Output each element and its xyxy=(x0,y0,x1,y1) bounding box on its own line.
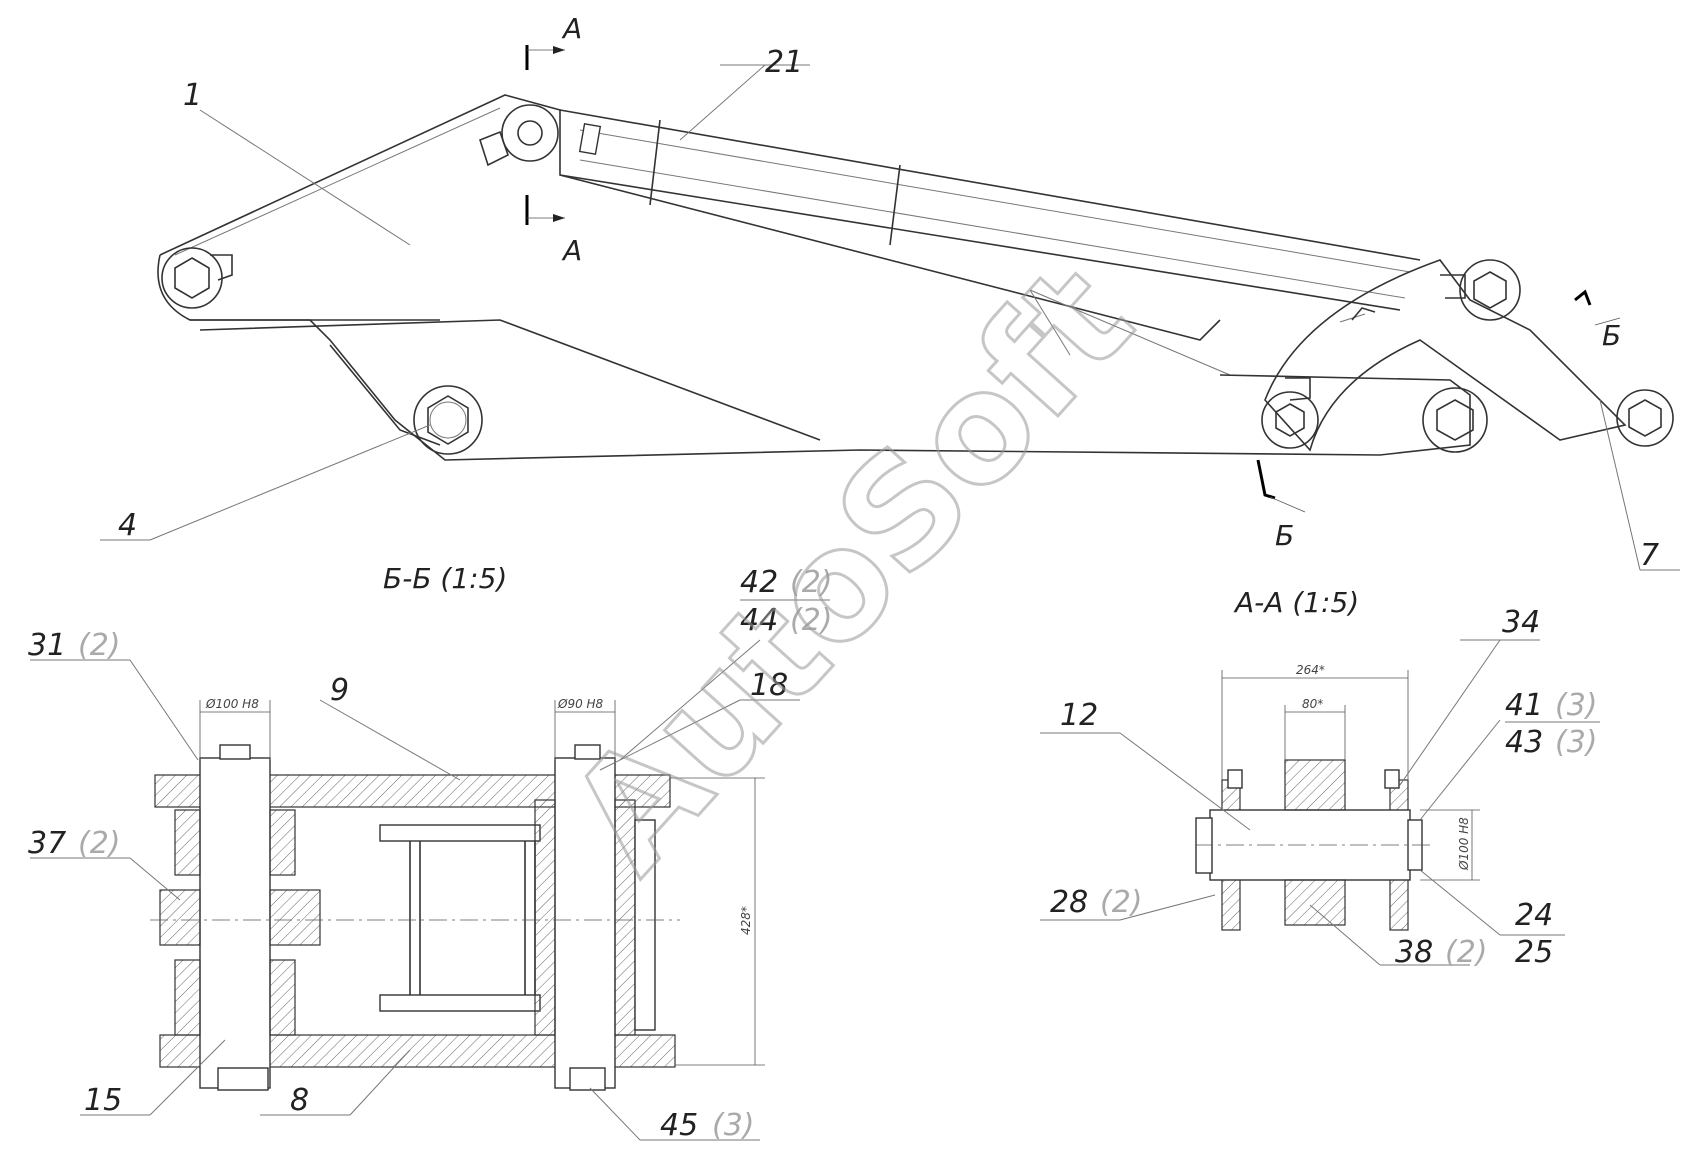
dim-right-bore: Ø90 H8 xyxy=(557,697,604,711)
qty-38: (2) xyxy=(1445,935,1488,970)
callout-42: 42 xyxy=(740,565,778,600)
callout-9: 9 xyxy=(330,673,349,708)
joint-right-lower xyxy=(1422,387,1488,453)
qty-43: (3) xyxy=(1555,725,1598,760)
callout-25: 25 xyxy=(1515,935,1553,970)
callout-34: 34 xyxy=(1502,605,1540,640)
callout-12: 12 xyxy=(1060,698,1098,733)
section-bb-view: Ø100 H8 Ø90 H8 428* xyxy=(150,697,765,1091)
left-pin xyxy=(199,757,271,1089)
qty-41: (3) xyxy=(1555,688,1598,723)
callout-7: 7 xyxy=(1640,538,1659,573)
qty-45: (3) xyxy=(712,1108,755,1143)
leader-lines xyxy=(30,64,1680,1141)
callout-1: 1 xyxy=(183,78,202,113)
dim-left-bore: Ø100 H8 xyxy=(205,697,259,711)
callout-15: 15 xyxy=(84,1083,122,1118)
qty-28: (2) xyxy=(1100,885,1143,920)
section-marker-a-top: А xyxy=(561,12,582,45)
joint-tip xyxy=(1616,389,1674,447)
section-line-aa xyxy=(525,45,565,225)
dim-height: 428* xyxy=(739,906,753,935)
section-marker-a-bottom: А xyxy=(561,234,582,267)
boom-side-view xyxy=(157,45,1674,513)
callout-41: 41 xyxy=(1505,688,1543,723)
watermark: AutoSoft xyxy=(537,234,1165,905)
hydraulic-cylinder xyxy=(559,109,1421,311)
section-marker-b-top: Б xyxy=(1602,319,1621,352)
callout-31: 31 xyxy=(28,628,66,663)
qty-37: (2) xyxy=(78,826,121,861)
callout-8: 8 xyxy=(290,1083,309,1118)
section-aa-view: 264* 80* Ø100 H8 xyxy=(1195,663,1480,931)
callout-4: 4 xyxy=(118,508,137,543)
section-title-bb: Б-Б (1:5) xyxy=(383,562,507,595)
labels: А А Б Б Б-Б (1:5) А-А (1:5) 1 21 4 7 31 … xyxy=(28,12,1659,1143)
callout-43: 43 xyxy=(1505,725,1543,760)
callout-45: 45 xyxy=(660,1108,698,1143)
callout-38: 38 xyxy=(1395,935,1433,970)
section-line-bb xyxy=(1256,289,1621,513)
dim-aa-inner: 80* xyxy=(1302,697,1323,711)
joint-left xyxy=(161,247,233,309)
joint-top xyxy=(479,104,559,167)
joint-rocker-top xyxy=(1440,259,1521,321)
right-pin xyxy=(554,757,616,1089)
dim-aa-width: 264* xyxy=(1296,663,1325,677)
joint-lower xyxy=(413,385,483,455)
qty-31: (2) xyxy=(78,628,121,663)
callout-44: 44 xyxy=(740,603,778,638)
callout-21: 21 xyxy=(765,45,803,80)
section-title-aa: А-А (1:5) xyxy=(1233,586,1359,619)
qty-44: (2) xyxy=(790,603,833,638)
callout-18: 18 xyxy=(750,668,788,703)
joint-rocker-bottom xyxy=(1261,377,1319,449)
callout-37: 37 xyxy=(28,826,66,861)
qty-42: (2) xyxy=(790,565,833,600)
callout-24: 24 xyxy=(1515,898,1553,933)
section-marker-b-bottom: Б xyxy=(1275,519,1294,552)
callout-28: 28 xyxy=(1050,885,1088,920)
dim-aa-bore: Ø100 H8 xyxy=(1457,817,1471,871)
